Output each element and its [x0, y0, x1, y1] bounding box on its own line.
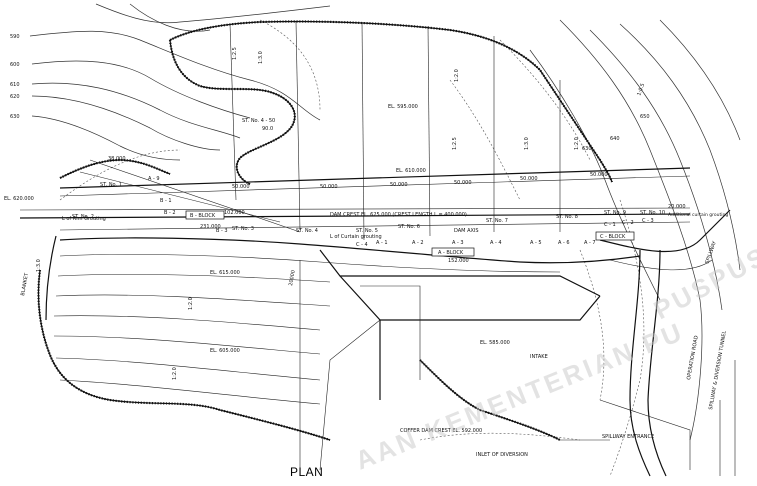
slope-5: 1:3.0 [524, 137, 530, 150]
dim-102: 102.000 [224, 210, 245, 216]
dim-50-d: 50.000 [454, 180, 472, 186]
intake-label: INTAKE [530, 354, 548, 360]
slope-9: 1:3.0 [36, 259, 42, 272]
contour-650: 650 [640, 114, 650, 120]
spillway-top-label: SPILLWAY [704, 240, 718, 265]
grout-c3: C - 3 [642, 218, 654, 224]
station-3: ST. No. 3 [232, 226, 254, 232]
station-1: ST. No. 1 [100, 182, 122, 188]
grout-a6: A - 6 [558, 240, 570, 246]
station-5: ST. No. 5 [356, 228, 378, 234]
spillway-channel [419, 209, 736, 477]
contour-620: 620 [10, 94, 20, 100]
grout-b1: B - 1 [160, 198, 172, 204]
slope-6: 1:2.0 [574, 137, 580, 150]
watermark-right: PUSPUS [649, 240, 757, 325]
dim-152: 152.000 [448, 258, 469, 264]
station-10: ST. No. 10 [640, 210, 665, 216]
dam-axis-lines [19, 159, 691, 233]
station-7: ST. No. 7 [486, 218, 508, 224]
station-6: ST. No. 6 [398, 224, 420, 230]
dim-90: 90.0 [262, 126, 273, 132]
spillway-tunnel-label: SPILLWAY & DIVERSION TUNNEL [708, 330, 728, 410]
grout-a2: A - 2 [412, 240, 424, 246]
el-585-label: EL. 585.000 [480, 340, 510, 346]
grout-c4: C - 4 [356, 242, 368, 248]
dam-axis-label: DAM AXIS [454, 228, 479, 234]
dim-38: 38.000 [108, 156, 126, 162]
grout-c1: C - 1 [604, 222, 616, 228]
slope-label-top: 1:0.5 [636, 83, 646, 97]
dam-body [45, 235, 641, 471]
dim-20000: 20000 [288, 270, 297, 287]
contour-630b: 630 [582, 146, 592, 152]
dim-50-c: 50.000 [390, 182, 408, 188]
dim-50-a: 50.000 [232, 184, 250, 190]
a-block-box [431, 247, 475, 257]
blanket-label: BLANKET [20, 272, 30, 297]
slope-8: 1:2.0 [172, 367, 178, 380]
station-4: ST. No. 4 [296, 228, 318, 234]
coffer-label: COFFER DAM CREST EL. 592.000 [400, 428, 482, 434]
dim-20: 20.000 [668, 204, 686, 210]
grout-b2: B - 2 [164, 210, 176, 216]
grout-a9: A - 9 [148, 176, 160, 182]
slope-3: 1:2.0 [454, 69, 460, 82]
dim-231: 231.000 [200, 224, 221, 230]
c-block-label: C - BLOCK [600, 234, 626, 240]
slope-7: 1:2.0 [188, 297, 194, 310]
el-610-label: EL. 610.000 [396, 168, 426, 174]
operation-road-label: OPERATION ROAD [686, 335, 700, 380]
slope-2: 1:3.0 [258, 51, 264, 64]
spillway-entrance-label: SPILLWAY ENTRANCE [602, 434, 654, 440]
dim-50-b: 50.000 [320, 184, 338, 190]
plan-title: PLAN [290, 465, 323, 479]
grout-c2: C - 2 [622, 220, 634, 226]
contour-600: 600 [10, 62, 20, 68]
a-block-label: A - BLOCK [438, 250, 464, 256]
contour-590: 590 [10, 34, 20, 40]
grout-a5: A - 5 [530, 240, 542, 246]
station-2: ST. No. 2 [72, 214, 94, 220]
curtain-label: L of Curtain grouting [330, 234, 382, 240]
right-contours [499, 19, 741, 477]
contour-610: 610 [10, 82, 20, 88]
slope-1: 1:2.5 [232, 47, 238, 60]
station-9: ST. No. 9 [604, 210, 626, 216]
rim-label: L of Rim Grouting [62, 216, 106, 222]
grout-a7: A - 7 [584, 240, 596, 246]
contour-630: 630 [10, 114, 20, 120]
labels: 590 600 610 620 630 650 640 630 EL. 620.… [4, 34, 728, 458]
el-605-label: EL. 605.000 [210, 348, 240, 354]
b-block-box [185, 210, 225, 220]
station-grid [229, 21, 561, 241]
slope-4: 1:2.5 [452, 137, 458, 150]
crest-label: DAM CREST EL. 625.000 (CREST LENGTH L = … [330, 212, 467, 218]
grout-a3: A - 3 [452, 240, 464, 246]
station-4-50: ST. No. 4 - 50 [242, 118, 275, 124]
additional-label: Additional curtain grouting [668, 212, 728, 218]
station-8: ST. No. 8 [556, 214, 578, 220]
c-block-box [595, 231, 635, 241]
block-boxes [185, 210, 635, 257]
b-block-label: B - BLOCK [190, 213, 216, 219]
dim-50-e: 50.000 [520, 176, 538, 182]
reservoir-boundary [37, 20, 614, 442]
el-595-label: EL. 595.000 [388, 104, 418, 110]
grout-a4: A - 4 [490, 240, 502, 246]
grout-b3: B - 3 [216, 228, 228, 234]
contour-lines [29, 3, 521, 201]
el-620-label: EL. 620.000 [4, 196, 34, 202]
contour-640: 640 [610, 136, 620, 142]
grout-a1: A - 1 [376, 240, 388, 246]
el-615-label: EL. 615.000 [210, 270, 240, 276]
dim-50-f: 50.000 [590, 172, 608, 178]
inlet-label: INLET OF DIVERSION [476, 452, 528, 458]
